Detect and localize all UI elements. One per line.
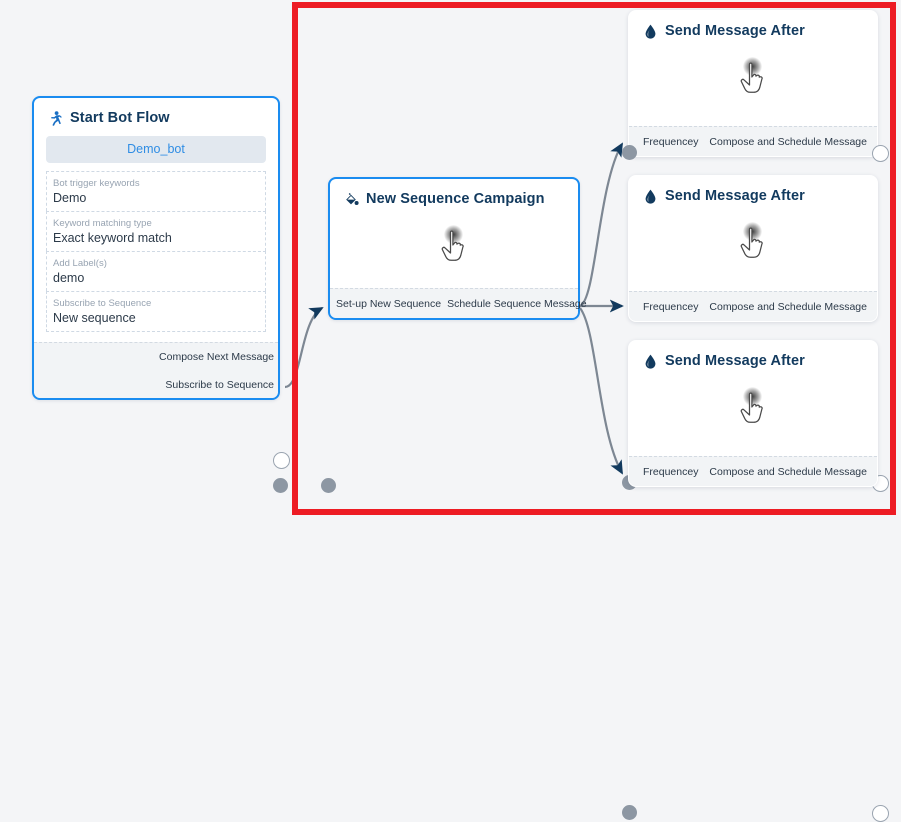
output-label-compose-and-schedule-message: Compose and Schedule Message — [709, 136, 867, 148]
port-row-send-message-2[interactable]: Frequencey Compose and Schedule Message — [629, 292, 877, 322]
field-add-labels[interactable]: Add Label(s) demo — [46, 251, 266, 291]
output-label: Compose Next Message — [159, 351, 274, 363]
input-port-setup-new-sequence[interactable] — [321, 478, 336, 493]
node-title-text: Start Bot Flow — [70, 110, 170, 126]
node-body-send-message-after-2[interactable] — [629, 210, 877, 276]
field-bot-trigger-keywords[interactable]: Bot trigger keywords Demo — [46, 171, 266, 211]
node-body-new-sequence-campaign[interactable] — [330, 213, 578, 279]
running-person-icon — [48, 110, 63, 126]
port-row-campaign[interactable]: Set-up New Sequence Schedule Sequence Me… — [330, 289, 587, 319]
edge-campaign-to-message-3 — [579, 307, 623, 475]
field-value: Demo — [53, 191, 87, 205]
output-port-compose-and-schedule-message-3[interactable] — [872, 805, 889, 822]
bot-field-list: Bot trigger keywords Demo Keyword matchi… — [46, 171, 266, 332]
output-port-compose-next-message[interactable] — [273, 452, 290, 469]
output-port-subscribe-to-sequence[interactable] — [273, 478, 288, 493]
output-row-compose-next-message[interactable]: Compose Next Message — [34, 343, 278, 371]
node-start-bot-flow[interactable]: Start Bot Flow Demo_bot Bot trigger keyw… — [32, 96, 290, 493]
input-label-setup-new-sequence: Set-up New Sequence — [336, 298, 442, 310]
field-value: Exact keyword match — [53, 231, 172, 245]
node-title-new-sequence-campaign: New Sequence Campaign — [330, 179, 578, 213]
water-drop-icon — [643, 353, 658, 369]
output-label-compose-and-schedule-message: Compose and Schedule Message — [709, 301, 867, 313]
edge-start-to-campaign — [284, 307, 324, 389]
node-send-message-after-3[interactable]: Send Message After Frequencey Compose an… — [622, 340, 889, 822]
node-footer-send-message-after-2: Frequencey Compose and Schedule Message — [629, 291, 877, 321]
water-drop-icon — [643, 188, 658, 204]
field-label: Bot trigger keywords — [53, 178, 140, 189]
node-send-message-after-1[interactable]: Send Message After Frequencey Compose an… — [622, 10, 889, 162]
port-row-send-message-1[interactable]: Frequencey Compose and Schedule Message — [629, 127, 877, 157]
node-title-text: Send Message After — [665, 353, 805, 369]
node-footer-start-bot-flow: Compose Next Message Subscribe to Sequen… — [34, 342, 278, 398]
node-send-message-after-2[interactable]: Send Message After Frequencey Compose an… — [622, 175, 889, 492]
node-body-send-message-after-3[interactable] — [629, 375, 877, 441]
field-subscribe-to-sequence[interactable]: Subscribe to Sequence New sequence — [46, 291, 266, 332]
node-body-send-message-after-1[interactable] — [629, 45, 877, 111]
field-value: New sequence — [53, 311, 136, 325]
input-port-frequency-3[interactable] — [622, 805, 637, 820]
field-value: demo — [53, 271, 85, 285]
node-title-text: Send Message After — [665, 188, 805, 204]
input-label-frequency: Frequencey — [643, 301, 699, 313]
output-label-compose-and-schedule-message: Compose and Schedule Message — [709, 466, 867, 478]
node-title-text: Send Message After — [665, 23, 805, 39]
node-title-send-message-after-2: Send Message After — [629, 176, 877, 210]
node-title-text: New Sequence Campaign — [366, 191, 545, 207]
output-label: Subscribe to Sequence — [165, 379, 274, 391]
pointing-hand-cursor-icon — [431, 223, 477, 269]
edge-campaign-to-message-1 — [579, 142, 623, 308]
pointing-hand-cursor-icon — [730, 385, 776, 431]
input-label-frequency: Frequencey — [643, 466, 699, 478]
node-new-sequence-campaign[interactable]: New Sequence Campaign Set-up New Sequenc… — [321, 177, 587, 493]
output-row-subscribe-to-sequence[interactable]: Subscribe to Sequence — [34, 371, 278, 399]
output-label-schedule-sequence-message: Schedule Sequence Message — [447, 298, 587, 310]
node-title-start-bot-flow: Start Bot Flow — [34, 98, 278, 132]
water-drop-icon — [643, 23, 658, 39]
output-port-compose-and-schedule-message-1[interactable] — [872, 145, 889, 162]
pointing-hand-cursor-icon — [730, 220, 776, 266]
field-label: Add Label(s) — [53, 258, 107, 269]
field-keyword-matching-type[interactable]: Keyword matching type Exact keyword matc… — [46, 211, 266, 251]
field-label: Keyword matching type — [53, 218, 152, 229]
input-label-frequency: Frequencey — [643, 136, 699, 148]
paint-bucket-icon — [344, 191, 359, 207]
pointing-hand-cursor-icon — [730, 55, 776, 101]
node-title-send-message-after-1: Send Message After — [629, 11, 877, 45]
node-footer-send-message-after-1: Frequencey Compose and Schedule Message — [629, 126, 877, 156]
node-footer-new-sequence-campaign: Set-up New Sequence Schedule Sequence Me… — [330, 288, 587, 319]
field-label: Subscribe to Sequence — [53, 298, 152, 309]
node-footer-send-message-after-3: Frequencey Compose and Schedule Message — [629, 456, 877, 486]
node-title-send-message-after-3: Send Message After — [629, 341, 877, 375]
port-row-send-message-3[interactable]: Frequencey Compose and Schedule Message — [629, 457, 877, 487]
bot-name-pill[interactable]: Demo_bot — [46, 136, 266, 163]
input-port-frequency-1[interactable] — [622, 145, 637, 160]
